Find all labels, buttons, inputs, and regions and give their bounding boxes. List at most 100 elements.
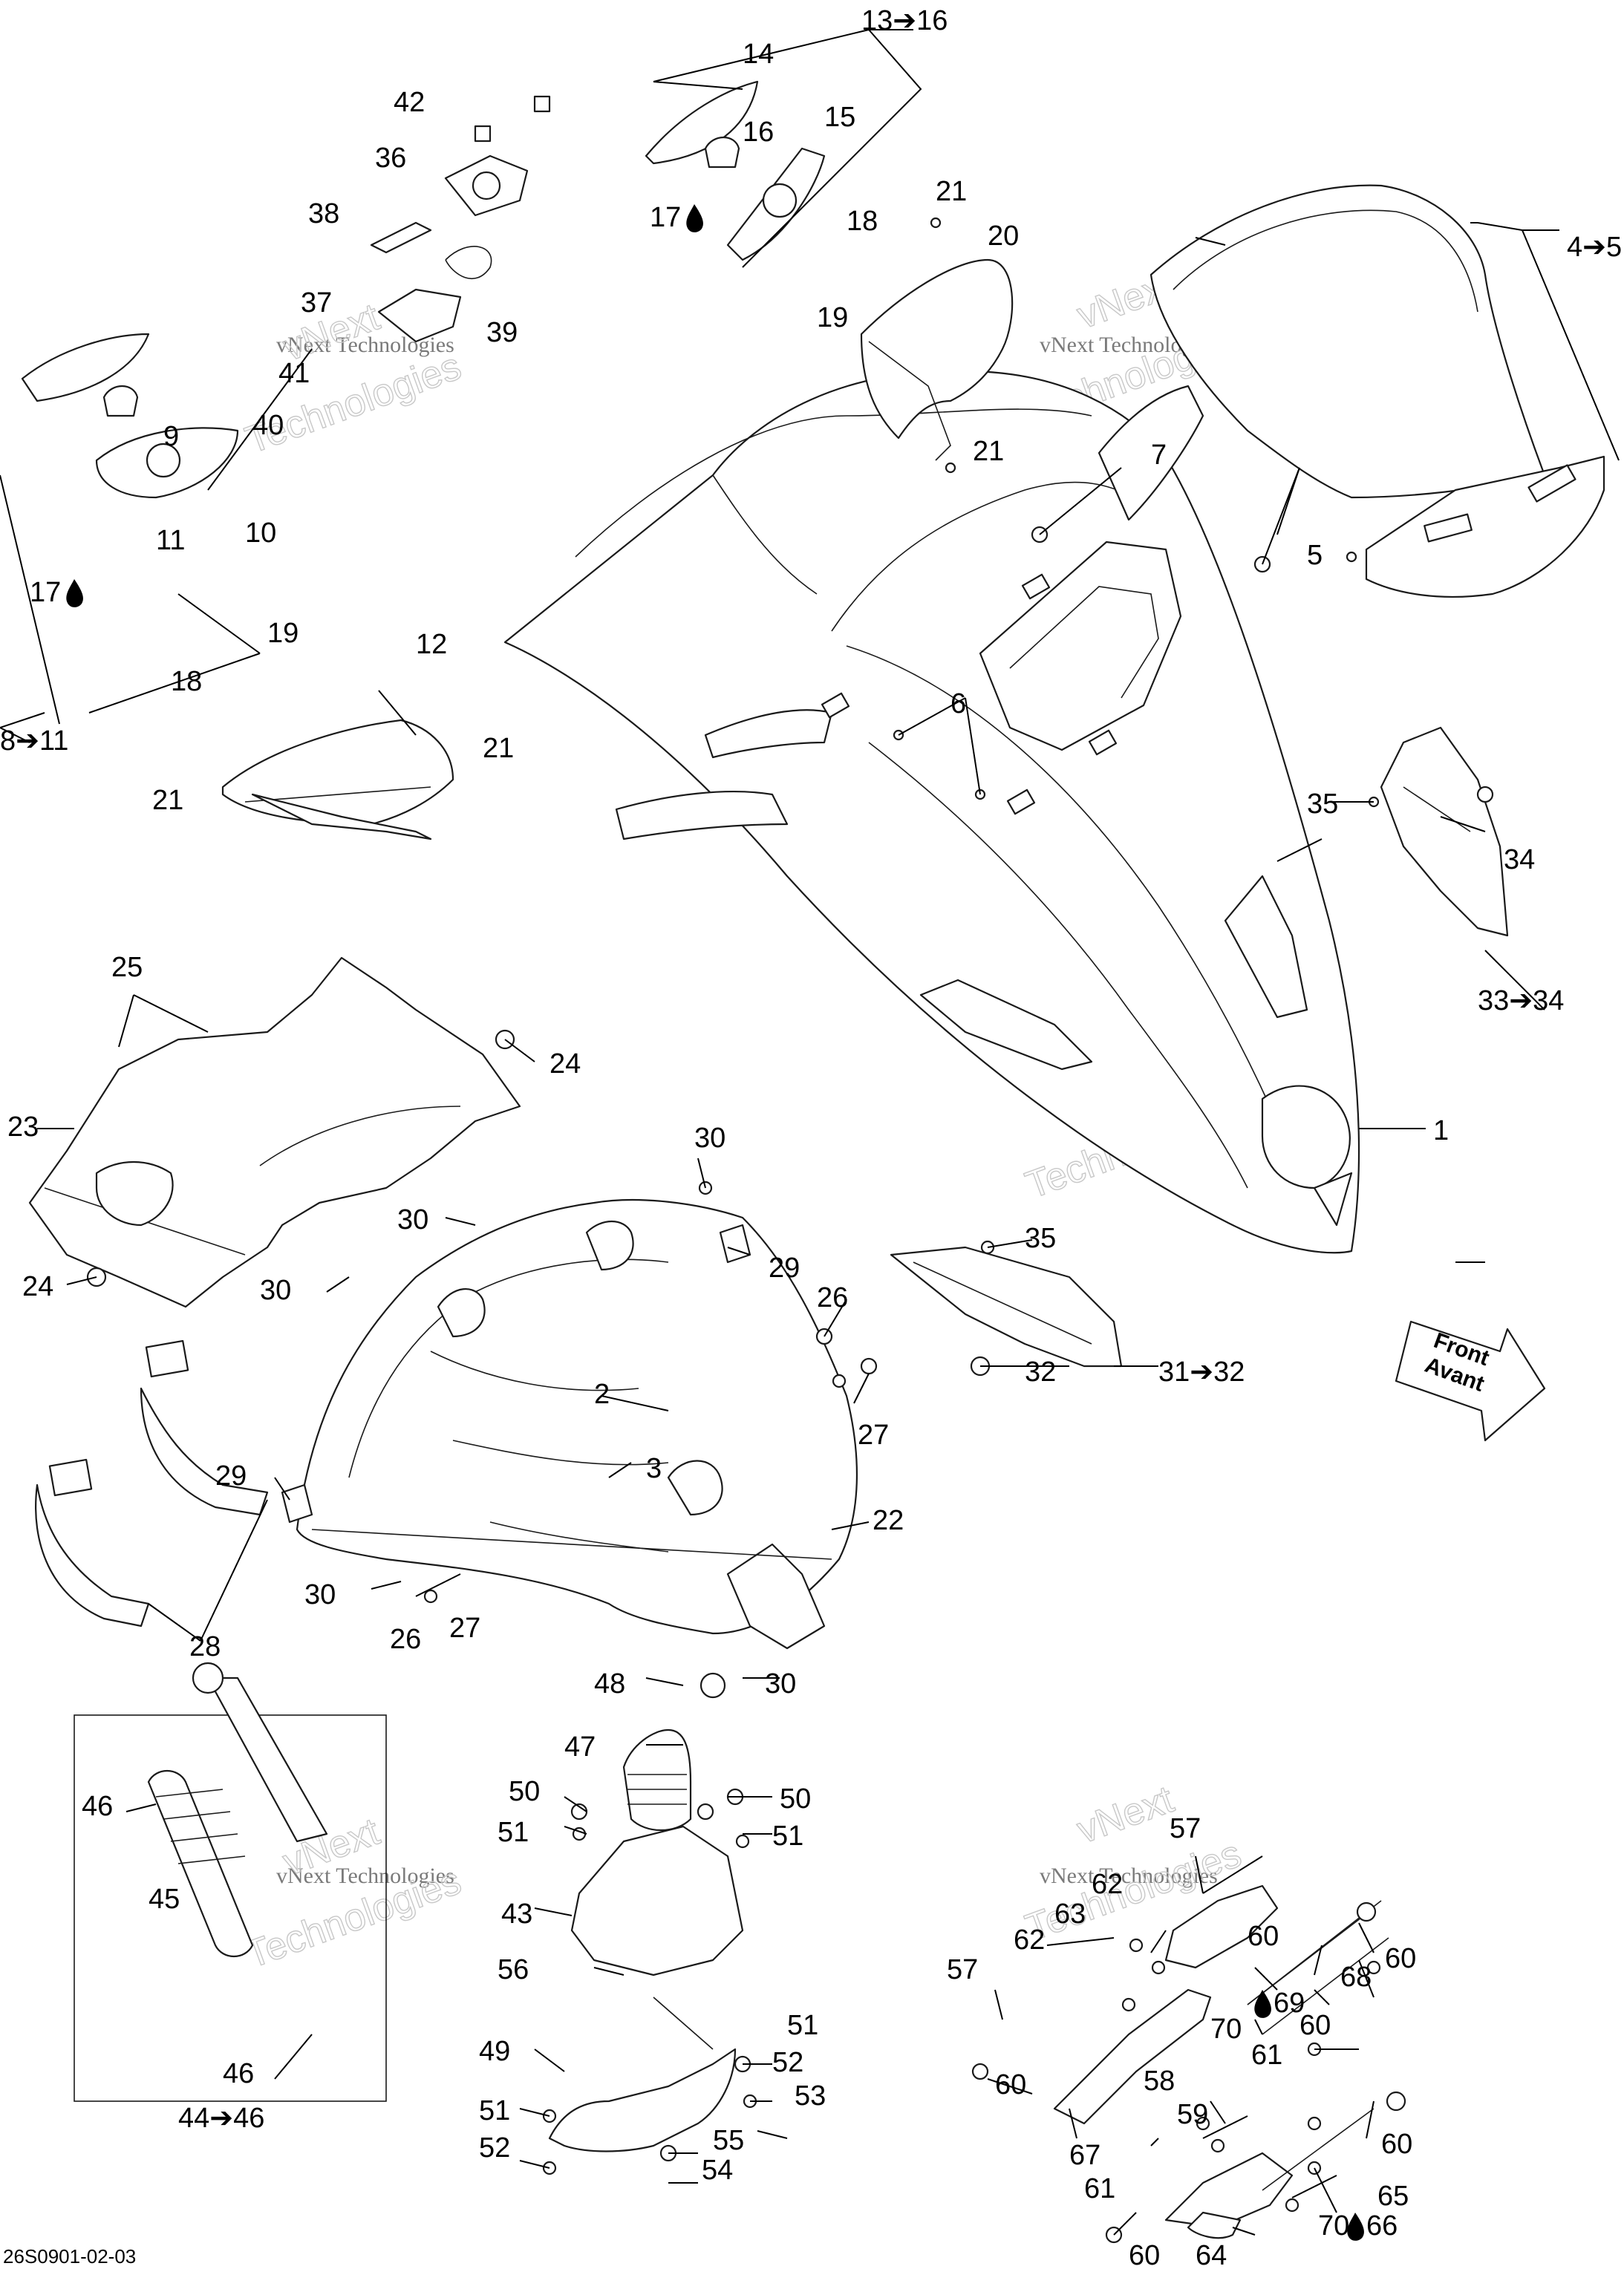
callout-label: 61 [1251, 2040, 1282, 2071]
callout-label: 17 [650, 202, 681, 233]
small-parts-group [21, 80, 826, 1524]
lower-pan-part [296, 1198, 858, 1650]
callout-label: 27 [858, 1420, 889, 1451]
callout-label: 65 [1377, 2181, 1409, 2212]
callout-label: 61 [1084, 2173, 1115, 2204]
callout-label: 21 [483, 733, 514, 764]
callout-label: 15 [824, 102, 855, 133]
callout-label: 37 [301, 287, 332, 319]
callout-label: 49 [479, 2036, 510, 2067]
callout-label: 60 [1385, 1943, 1416, 1974]
hood-part [503, 370, 1360, 1254]
callout-label: 7 [1151, 440, 1167, 471]
callout-label: 29 [215, 1460, 247, 1492]
callout-label: 43 [501, 1899, 532, 1930]
callout-label: 21 [973, 436, 1004, 467]
callout-label: 30 [397, 1204, 428, 1235]
callout-label: 56 [498, 1954, 529, 1985]
front-cover-part [860, 258, 1014, 461]
side-panel-part [1380, 726, 1509, 937]
callout-label: 35 [1307, 789, 1338, 820]
lubricant-drop-icons [66, 204, 1364, 2241]
callout-label: 27 [449, 1613, 480, 1644]
callout-label: 48 [594, 1668, 625, 1700]
callout-label: 4➔5 [1567, 232, 1622, 263]
callout-label: 66 [1366, 2210, 1398, 2242]
callout-label: 51 [772, 1821, 803, 1852]
callout-label: 45 [149, 1884, 180, 1915]
callout-label: 21 [936, 176, 967, 207]
callout-label: 52 [772, 2047, 803, 2078]
callout-label: 13➔16 [861, 5, 948, 36]
callout-label: 10 [245, 518, 276, 549]
callout-label: 57 [1170, 1813, 1201, 1844]
windshield-part [1149, 184, 1605, 598]
callout-label: 30 [694, 1123, 725, 1154]
callout-label: 11 [156, 525, 185, 556]
shaft-part [1247, 1901, 1406, 2191]
callout-label: 44➔46 [178, 2103, 264, 2134]
callout-label: 8➔11 [0, 725, 68, 757]
callout-label: 50 [509, 1776, 540, 1807]
callout-label: 60 [1129, 2240, 1160, 2269]
callout-label: 16 [743, 117, 774, 148]
drop-icon [1254, 1990, 1271, 2018]
callout-label: 52 [479, 2132, 510, 2164]
callout-label: 42 [394, 87, 425, 118]
callout-label: 60 [995, 2069, 1026, 2100]
watermark-text: vNext [1072, 1777, 1179, 1852]
watermark-text: vNext Technologies [276, 1864, 454, 1888]
callout-label: 23 [7, 1111, 39, 1143]
callout-label: 9 [163, 421, 179, 452]
callout-label: 64 [1196, 2240, 1227, 2269]
callout-label: 67 [1069, 2140, 1100, 2171]
callout-label: 51 [787, 2010, 818, 2041]
callout-label: 5 [1307, 540, 1323, 571]
callout-label: 18 [171, 666, 202, 697]
drop-icon [1347, 2213, 1364, 2241]
callout-label: 54 [702, 2155, 733, 2186]
callout-label: 18 [847, 206, 878, 237]
callout-label: 38 [308, 198, 339, 229]
callout-label: 21 [152, 785, 183, 816]
callout-label: 1 [1433, 1115, 1449, 1146]
callout-label: 31➔32 [1158, 1356, 1245, 1388]
fasteners-group [86, 217, 1494, 2244]
callout-label: 55 [713, 2125, 744, 2156]
callout-label: 19 [267, 618, 299, 649]
callout-label: 24 [550, 1048, 581, 1080]
callout-label: 32 [1025, 1356, 1056, 1388]
callout-label: 51 [498, 1817, 529, 1848]
callout-label: 58 [1144, 2066, 1175, 2097]
callout-label: 25 [111, 952, 143, 983]
callout-label: 14 [743, 39, 774, 70]
callout-label: 20 [988, 221, 1019, 252]
callout-label: 24 [22, 1271, 53, 1302]
callout-label: 46 [82, 1791, 113, 1822]
callout-label: 30 [304, 1579, 336, 1610]
console-part [548, 1672, 744, 2152]
callout-label: 19 [817, 302, 848, 333]
callout-label: 33➔34 [1478, 985, 1564, 1016]
drop-icon [686, 204, 703, 232]
callout-label: 60 [1381, 2129, 1412, 2160]
watermark-text: vNext Technologies [1040, 1864, 1218, 1888]
callout-label: 26 [817, 1282, 848, 1313]
callout-label: 70 [1318, 2210, 1349, 2242]
callout-label: 12 [416, 629, 447, 660]
callout-label: 28 [189, 1631, 221, 1662]
inset-box [74, 1662, 387, 2102]
callout-label: 2 [594, 1379, 610, 1410]
callout-label: 30 [260, 1275, 291, 1306]
callout-label: 17 [30, 577, 61, 608]
callout-label: 46 [223, 2058, 254, 2089]
callout-label: 30 [765, 1668, 796, 1700]
side-shell-part [28, 956, 521, 1308]
callout-label: 59 [1177, 2099, 1208, 2130]
callout-label: 62 [1014, 1924, 1045, 1956]
straps-part [35, 1339, 269, 1628]
callout-label: 35 [1025, 1223, 1056, 1254]
drop-icon [66, 579, 83, 607]
reference-code: 26S0901-02-03 [3, 2245, 136, 2268]
